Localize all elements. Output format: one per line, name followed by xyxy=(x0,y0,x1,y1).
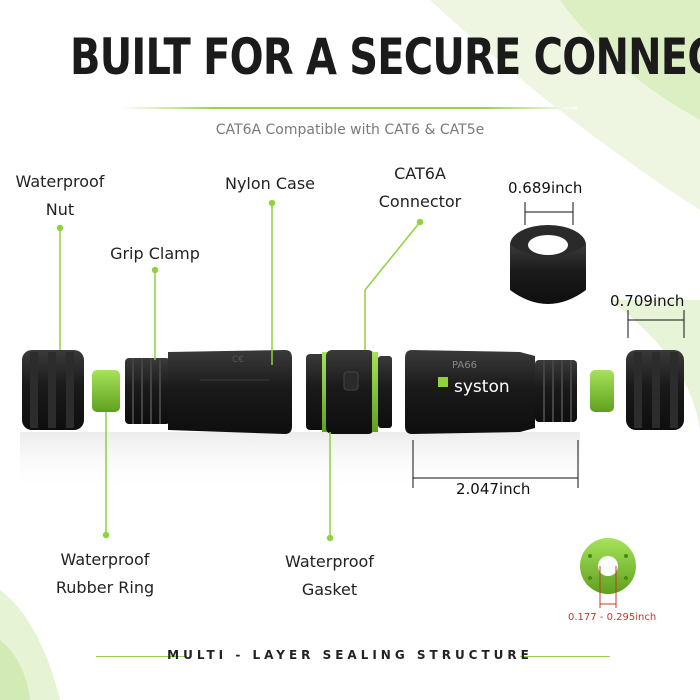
label-rubber-ring-line1: Waterproof xyxy=(60,550,150,569)
left-grip-clamp xyxy=(125,358,170,424)
material-mark: PA66 xyxy=(452,360,477,371)
right-rubber-ring xyxy=(590,370,614,412)
dimension-nut-inner: 0.689inch xyxy=(508,179,583,197)
bg-swoosh-bottom-left-inner xyxy=(0,640,30,700)
label-nylon-case: Nylon Case xyxy=(224,174,316,193)
label-connector-line2: Connector xyxy=(378,192,462,211)
right-waterproof-nut xyxy=(626,350,684,430)
title-divider xyxy=(122,107,577,109)
label-waterproof-nut: Waterproof Nut xyxy=(10,168,110,224)
dimension-nut-outer: 0.709inch xyxy=(610,292,685,310)
label-cat6a-connector: CAT6A Connector xyxy=(365,160,475,216)
floating-nut xyxy=(510,225,586,304)
dimension-body-length: 2.047inch xyxy=(456,480,531,498)
page-title: BUILT FOR A SECURE CONNECTION xyxy=(70,28,700,86)
label-waterproof-gasket: Waterproof Gasket xyxy=(272,548,387,604)
brand-name: syston xyxy=(454,377,510,397)
callout-leaders xyxy=(56,199,424,542)
rubber-ring-detail xyxy=(580,538,636,608)
left-rubber-ring xyxy=(92,370,120,412)
label-connector-line1: CAT6A xyxy=(394,164,446,183)
label-gasket-line2: Gasket xyxy=(301,580,358,599)
dimension-ring-range: 0.177 - 0.295inch xyxy=(568,612,657,623)
footer-rule-right xyxy=(520,656,610,657)
left-nylon-case: C€ xyxy=(168,350,292,434)
case-ce-mark: C€ xyxy=(232,355,244,365)
footer-rule-left xyxy=(96,656,186,657)
dimension-lines xyxy=(412,202,685,488)
label-gasket-line1: Waterproof xyxy=(285,552,374,571)
label-waterproof-nut-line2: Nut xyxy=(45,200,75,219)
bg-swoosh-top-inner xyxy=(560,0,700,120)
label-grip-clamp: Grip Clamp xyxy=(110,244,200,263)
brand-logo-icon xyxy=(438,377,448,387)
center-gasket xyxy=(306,350,392,434)
right-grip-clamp xyxy=(535,360,577,422)
floor-reflection xyxy=(20,432,580,492)
bg-swoosh-right xyxy=(610,300,700,430)
right-nylon-case: PA66 syston xyxy=(405,350,535,434)
left-waterproof-nut xyxy=(22,350,84,430)
label-waterproof-nut-line1: Waterproof xyxy=(15,172,105,191)
subtitle: CAT6A Compatible with CAT6 & CAT5e xyxy=(215,122,485,138)
footer-tagline: MULTI - LAYER SEALING STRUCTURE xyxy=(167,648,533,662)
label-waterproof-rubber-ring: Waterproof Rubber Ring xyxy=(45,546,165,602)
label-rubber-ring-line2: Rubber Ring xyxy=(55,578,155,597)
